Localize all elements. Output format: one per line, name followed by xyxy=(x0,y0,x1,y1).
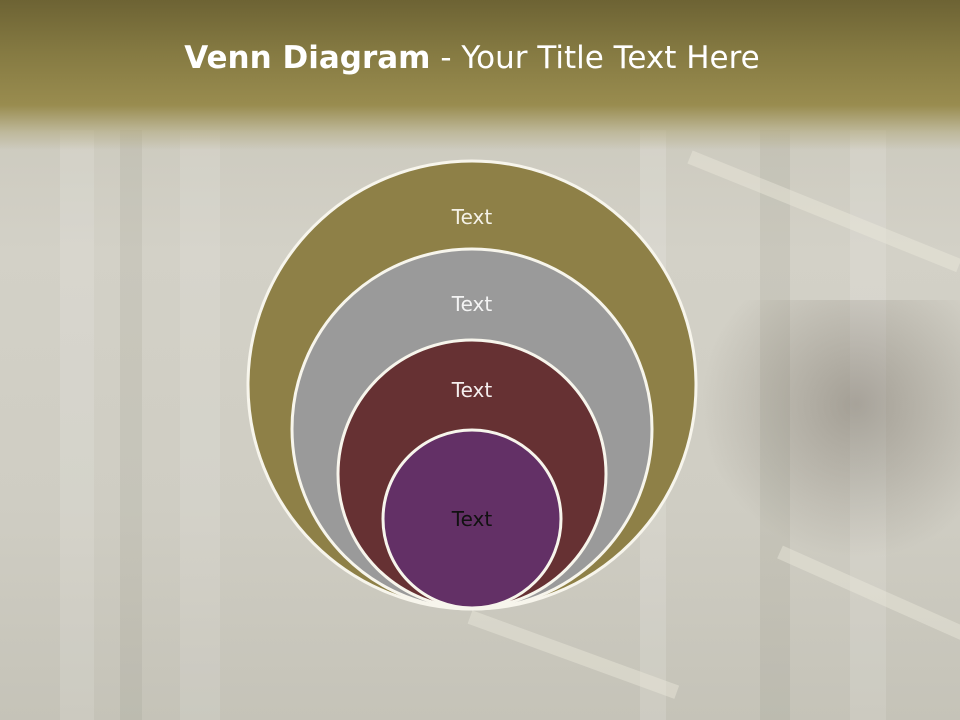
outer-circle-label: Text xyxy=(451,205,493,229)
inner-circle-label: Text xyxy=(451,507,493,531)
background-shelf-stripe xyxy=(60,130,94,720)
background-shadow xyxy=(700,300,960,560)
third-circle-label: Text xyxy=(451,378,493,402)
title-bold-part: Venn Diagram xyxy=(184,40,431,76)
title-rest-part: - Your Title Text Here xyxy=(430,40,760,76)
second-circle-label: Text xyxy=(451,292,493,316)
inner-circle[interactable] xyxy=(381,428,563,610)
background-shelf-stripe xyxy=(850,130,886,720)
title-band xyxy=(0,0,960,150)
background-shelf-stripe xyxy=(180,130,220,720)
slide-title[interactable]: Venn Diagram - Your Title Text Here xyxy=(0,40,944,76)
background-shelf-stripe xyxy=(120,130,142,720)
background-shelf-stripe xyxy=(760,130,790,720)
